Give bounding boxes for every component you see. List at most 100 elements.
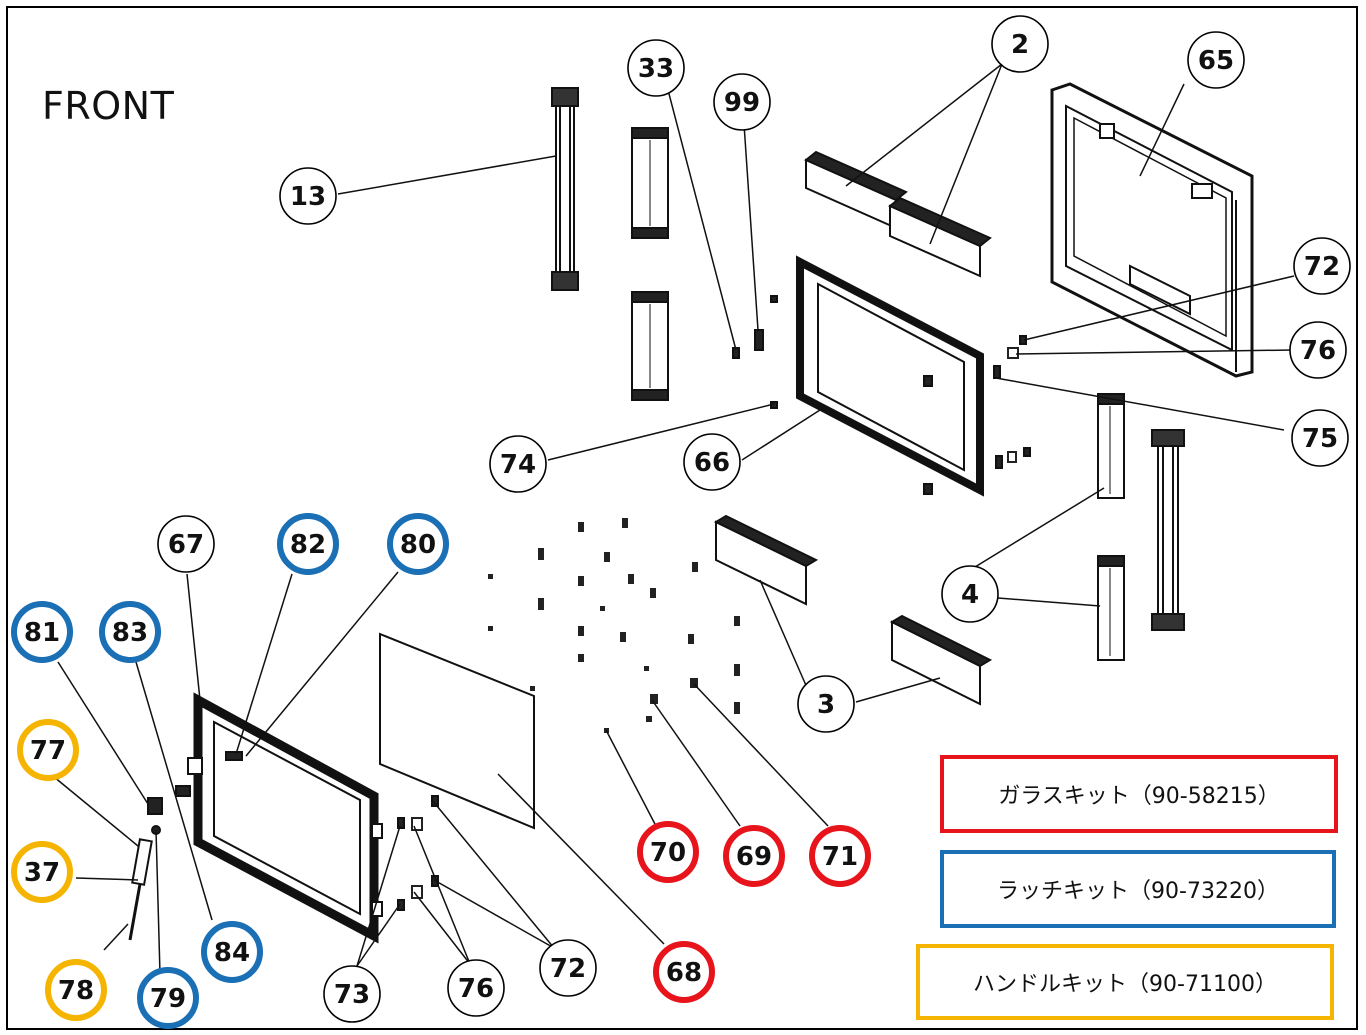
callout-2: 2 <box>991 15 1049 73</box>
callout-70: 70 <box>637 821 699 883</box>
part-latch-handle-parts <box>128 785 191 941</box>
callout-circle-65 <box>1187 31 1245 89</box>
part-4-side-block-upper <box>1097 393 1125 499</box>
callout-circle-82 <box>277 513 339 575</box>
callout-73: 73 <box>323 965 381 1023</box>
callout-number-75: 75 <box>1302 424 1338 454</box>
callout-circle-3 <box>797 675 855 733</box>
part-vertical-block-lower <box>631 291 669 401</box>
front-label: FRONT <box>42 84 175 128</box>
callout-circle-80 <box>387 513 449 575</box>
callout-circle-99 <box>713 73 771 131</box>
callout-circle-69 <box>723 825 785 887</box>
callout-number-99: 99 <box>724 88 760 118</box>
callout-circle-71 <box>809 825 871 887</box>
callout-circle-81 <box>11 601 73 663</box>
part-glass-clips-scatter <box>488 518 740 733</box>
callout-71: 71 <box>809 825 871 887</box>
callout-circle-33 <box>627 39 685 97</box>
callout-circle-67 <box>157 515 215 573</box>
part-latch-hardware-bottom <box>397 795 439 911</box>
callout-circle-70 <box>637 821 699 883</box>
callout-number-76: 76 <box>458 974 494 1004</box>
part-4-side-block-lower <box>1097 555 1125 661</box>
leader-lines <box>47 63 1295 975</box>
part-right-hinge-bar <box>1151 429 1185 631</box>
kit-legend-latch: ラッチキット（90-73220） <box>940 850 1336 928</box>
callout-number-83: 83 <box>112 618 148 648</box>
callout-circle-77 <box>17 719 79 781</box>
part-67-front-frame <box>187 692 383 944</box>
callout-78: 78 <box>45 959 107 1021</box>
callout-65: 65 <box>1187 31 1245 89</box>
callout-circle-76 <box>1289 321 1347 379</box>
callout-number-4: 4 <box>961 580 979 610</box>
callout-69: 69 <box>723 825 785 887</box>
callout-76: 76 <box>447 959 505 1017</box>
callout-66: 66 <box>683 433 741 491</box>
callout-83: 83 <box>99 601 161 663</box>
part-13-hinge-bar <box>551 87 579 291</box>
part-3-block-upper <box>713 514 819 606</box>
callout-number-68: 68 <box>666 958 702 988</box>
callout-circle-79 <box>137 967 199 1029</box>
callout-number-81: 81 <box>24 618 60 648</box>
callout-74: 74 <box>489 435 547 493</box>
callout-number-78: 78 <box>58 976 94 1006</box>
callout-3: 3 <box>797 675 855 733</box>
callout-37: 37 <box>11 841 73 903</box>
callout-number-73: 73 <box>334 980 370 1010</box>
callout-number-13: 13 <box>290 182 326 212</box>
part-66-inner-frame <box>796 255 984 497</box>
part-latch-hardware-right <box>993 335 1031 469</box>
callout-72: 72 <box>1293 237 1351 295</box>
callout-circle-83 <box>99 601 161 663</box>
callout-number-3: 3 <box>817 690 835 720</box>
callout-number-82: 82 <box>290 530 326 560</box>
callout-circle-75 <box>1291 409 1349 467</box>
callout-number-67: 67 <box>168 530 204 560</box>
callout-number-74: 74 <box>500 450 536 480</box>
callout-number-79: 79 <box>150 984 186 1014</box>
callout-circle-68 <box>653 941 715 1003</box>
callout-4: 4 <box>941 565 999 623</box>
callout-72: 72 <box>539 939 597 997</box>
kit-legend-handle-label: ハンドルキット（90-71100） <box>973 972 1277 997</box>
callout-number-2: 2 <box>1011 30 1029 60</box>
callout-75: 75 <box>1291 409 1349 467</box>
callout-circle-72 <box>539 939 597 997</box>
diagram-frame <box>6 6 1358 1030</box>
callout-number-37: 37 <box>24 858 60 888</box>
callout-number-80: 80 <box>400 530 436 560</box>
callout-84: 84 <box>201 921 263 983</box>
callout-67: 67 <box>157 515 215 573</box>
callout-81: 81 <box>11 601 73 663</box>
part-65-back-housing <box>1050 82 1254 378</box>
callout-82: 82 <box>277 513 339 575</box>
callout-number-76: 76 <box>1300 336 1336 366</box>
callout-circle-78 <box>45 959 107 1021</box>
callout-circle-4 <box>941 565 999 623</box>
part-68-glass-pane <box>379 632 535 830</box>
callout-circle-73 <box>323 965 381 1023</box>
callout-number-70: 70 <box>650 838 686 868</box>
part-2-top-plates <box>804 150 992 278</box>
callout-33: 33 <box>627 39 685 97</box>
callout-number-84: 84 <box>214 938 250 968</box>
callout-number-77: 77 <box>30 736 66 766</box>
part-small-pins <box>732 295 778 409</box>
kit-legend-handle: ハンドルキット（90-71100） <box>916 944 1334 1020</box>
callout-circle-66 <box>683 433 741 491</box>
callout-circle-72 <box>1293 237 1351 295</box>
part-3-block-lower <box>889 614 993 706</box>
callout-number-72: 72 <box>550 954 586 984</box>
callout-13: 13 <box>279 167 337 225</box>
callout-number-71: 71 <box>822 842 858 872</box>
callout-circle-2 <box>991 15 1049 73</box>
callout-circle-74 <box>489 435 547 493</box>
callout-circle-76 <box>447 959 505 1017</box>
callout-77: 77 <box>17 719 79 781</box>
kit-legend-glass: ガラスキット（90-58215） <box>940 755 1338 833</box>
callout-number-33: 33 <box>638 54 674 84</box>
